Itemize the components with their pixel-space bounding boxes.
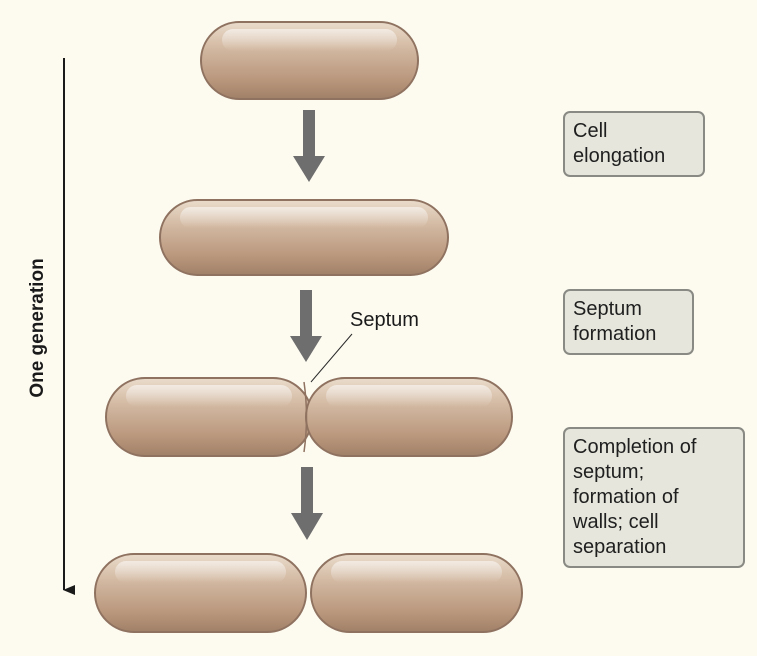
cell-stage-1 xyxy=(200,21,419,100)
cell-stage-3-left-half xyxy=(105,377,313,457)
cell-stage-2 xyxy=(159,199,449,276)
step-line: formation xyxy=(573,323,657,345)
septum-constriction xyxy=(303,381,308,453)
step-box-cell-elongation: Cell elongation xyxy=(563,111,705,177)
cell-stage-3 xyxy=(105,377,513,457)
step-line: formation of xyxy=(573,486,679,508)
step-line: walls; cell xyxy=(573,511,659,533)
step-line: Cell xyxy=(573,120,608,142)
septum-pointer-line xyxy=(310,333,353,383)
down-arrow-icon xyxy=(293,110,325,182)
down-arrow-icon xyxy=(291,467,323,540)
step-line: elongation xyxy=(573,145,666,167)
generation-axis-label: One generation xyxy=(27,258,48,398)
step-line: septum; xyxy=(573,461,645,483)
step-line: separation xyxy=(573,536,667,558)
step-line: Completion of xyxy=(573,436,697,458)
step-line: Septum xyxy=(573,298,642,320)
down-arrow-icon xyxy=(290,290,322,362)
septum-label: Septum xyxy=(350,309,419,331)
step-box-septum-formation: Septum formation xyxy=(563,289,694,355)
cell-stage-4-left xyxy=(94,553,307,633)
cell-stage-3-right-half xyxy=(305,377,513,457)
step-box-completion-separation: Completion of septum; formation of walls… xyxy=(563,427,745,568)
cell-stage-4-right xyxy=(310,553,523,633)
